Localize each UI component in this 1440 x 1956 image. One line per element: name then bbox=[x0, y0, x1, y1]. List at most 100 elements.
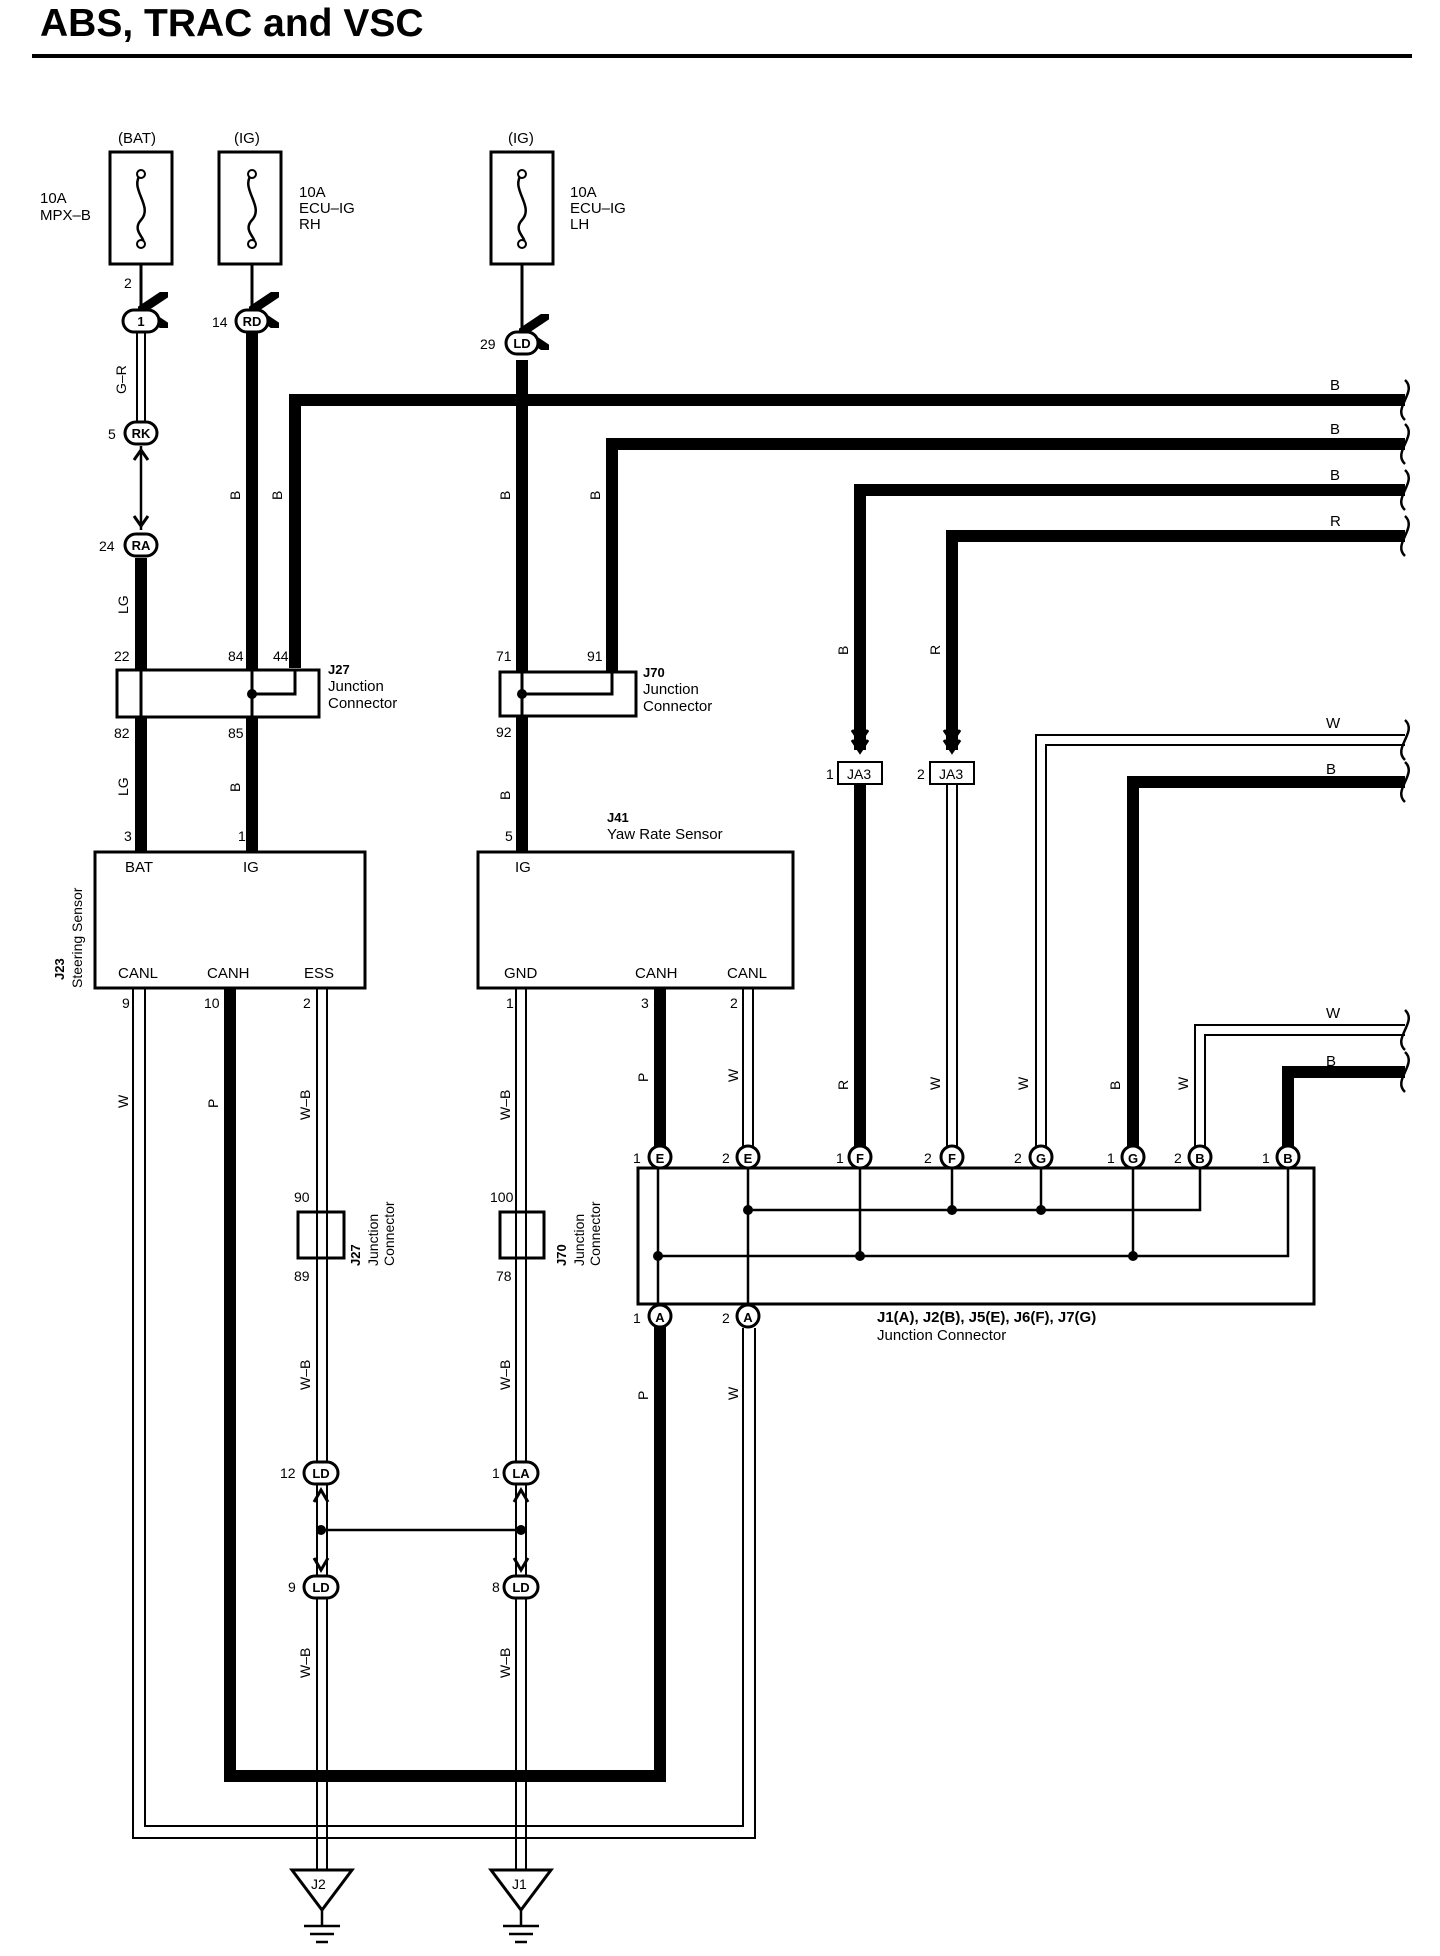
pin-number: 2 bbox=[924, 1150, 932, 1166]
svg-text:JA3: JA3 bbox=[939, 766, 963, 782]
pin-number: 92 bbox=[496, 724, 512, 740]
pin-number: 1 bbox=[492, 1465, 500, 1481]
wire-color-label: B bbox=[835, 646, 851, 655]
wire-color-label: B bbox=[1326, 761, 1336, 778]
component-name: Junction bbox=[571, 1214, 587, 1266]
wire-color-label: W bbox=[1326, 1005, 1341, 1022]
junction-pin-f2: F bbox=[939, 1144, 965, 1170]
fuse-rating: 10A bbox=[299, 184, 326, 201]
component-name: Connector bbox=[381, 1201, 397, 1266]
component-name: Junction bbox=[643, 681, 699, 698]
component-name: Connector bbox=[328, 695, 397, 712]
wire-color-label: B bbox=[227, 491, 243, 500]
pin-number: 24 bbox=[99, 538, 115, 554]
pin-number: 9 bbox=[288, 1579, 296, 1595]
j70-junction-connector-lower: J70 Junction Connector bbox=[498, 1201, 603, 1266]
terminal-label: IG bbox=[243, 859, 259, 876]
svg-text:A: A bbox=[655, 1310, 665, 1325]
connector-marker-rk: RK bbox=[123, 420, 159, 446]
svg-text:1: 1 bbox=[137, 314, 144, 329]
wire-color-label: B bbox=[1107, 1081, 1123, 1090]
component-code: J70 bbox=[643, 665, 665, 680]
wire-color-label: W–B bbox=[297, 1648, 313, 1678]
svg-text:JA3: JA3 bbox=[847, 766, 871, 782]
connector-marker-ld-top: LD bbox=[504, 330, 540, 356]
svg-text:B: B bbox=[1283, 1151, 1292, 1166]
connector-marker-la: LA bbox=[502, 1460, 540, 1486]
pin-number: 5 bbox=[505, 828, 513, 844]
page-title: ABS, TRAC and VSC bbox=[40, 2, 424, 45]
component-code: J27 bbox=[348, 1244, 363, 1266]
terminal-label: CANH bbox=[635, 965, 678, 982]
component-code: J23 bbox=[52, 958, 67, 980]
wire-color-label: P bbox=[635, 1391, 651, 1400]
component-name: Connector bbox=[587, 1201, 603, 1266]
pin-number: 100 bbox=[490, 1189, 514, 1205]
component-name: Steering Sensor bbox=[69, 887, 85, 988]
svg-text:J2: J2 bbox=[311, 1876, 326, 1892]
wire-color-label: B bbox=[1330, 467, 1340, 484]
j70-junction-connector: J70 Junction Connector bbox=[498, 665, 712, 718]
fuse-source-label: (IG) bbox=[508, 130, 534, 147]
pin-number: 29 bbox=[480, 336, 496, 352]
ground-j2: J2 bbox=[289, 1868, 355, 1944]
pin-number: 2 bbox=[1174, 1150, 1182, 1166]
pin-number: 2 bbox=[730, 995, 738, 1011]
pin-number: 12 bbox=[280, 1465, 296, 1481]
component-name: Junction bbox=[365, 1214, 381, 1266]
fuse-ecu-ig-rh: (IG) 10A ECU–IG RH bbox=[217, 130, 355, 266]
wire-color-label: B bbox=[497, 791, 513, 800]
pin-number: 1 bbox=[836, 1150, 844, 1166]
svg-text:RD: RD bbox=[243, 314, 262, 329]
svg-text:LD: LD bbox=[513, 336, 530, 351]
svg-text:LD: LD bbox=[512, 1580, 529, 1595]
svg-text:G: G bbox=[1036, 1151, 1046, 1166]
wire-color-label: W bbox=[725, 1386, 741, 1400]
svg-text:LD: LD bbox=[312, 1580, 329, 1595]
junction-pin-a1: A bbox=[647, 1303, 673, 1329]
pin-number: 84 bbox=[228, 648, 244, 664]
terminal-label: BAT bbox=[125, 859, 153, 876]
pin-number: 1 bbox=[633, 1150, 641, 1166]
wire-color-label: R bbox=[1330, 513, 1341, 530]
pin-number: 44 bbox=[273, 648, 289, 664]
wire-color-label: B bbox=[1326, 1053, 1336, 1070]
wire-color-label: R bbox=[927, 645, 943, 655]
junction-pin-g2: G bbox=[1028, 1144, 1054, 1170]
wire-color-label: W bbox=[725, 1068, 741, 1082]
fuse-source-label: (BAT) bbox=[118, 130, 156, 147]
svg-text:A: A bbox=[743, 1310, 753, 1325]
fuse-mpx-b: (BAT) 10A MPX–B bbox=[40, 130, 174, 266]
pin-number: 90 bbox=[294, 1189, 310, 1205]
wire-color-label: W–B bbox=[297, 1360, 313, 1390]
pin-number: 1 bbox=[826, 766, 834, 782]
svg-text:LA: LA bbox=[512, 1466, 530, 1481]
component-name: Yaw Rate Sensor bbox=[607, 826, 723, 843]
fuse-source-label: (IG) bbox=[234, 130, 260, 147]
wire-color-label: W–B bbox=[497, 1648, 513, 1678]
j27-junction-connector-lower: J27 Junction Connector bbox=[296, 1201, 397, 1266]
pin-number: 2 bbox=[303, 995, 311, 1011]
pin-number: 1 bbox=[1262, 1150, 1270, 1166]
terminal-label: CANH bbox=[207, 965, 250, 982]
terminal-label: ESS bbox=[304, 965, 334, 982]
svg-text:F: F bbox=[856, 1151, 864, 1166]
pin-number: 85 bbox=[228, 725, 244, 741]
ja3-connector-1: JA3 bbox=[837, 761, 883, 785]
component-name: Junction Connector bbox=[877, 1327, 1006, 1344]
main-junction-connector bbox=[636, 1166, 1316, 1306]
ground-j1: J1 bbox=[488, 1868, 554, 1944]
pin-number: 2 bbox=[722, 1150, 730, 1166]
svg-text:B: B bbox=[1195, 1151, 1204, 1166]
connector-marker-ra: RA bbox=[123, 532, 159, 558]
fuse-ecu-ig-lh: (IG) 10A ECU–IG LH bbox=[489, 130, 626, 266]
pin-number: 1 bbox=[633, 1310, 641, 1326]
pin-number: 2 bbox=[124, 275, 132, 291]
pin-number: 78 bbox=[496, 1268, 512, 1284]
wire-color-label: R bbox=[835, 1080, 851, 1090]
pin-number: 1 bbox=[238, 828, 246, 844]
fuse-rating: 10A bbox=[570, 184, 597, 201]
pin-number: 2 bbox=[722, 1310, 730, 1326]
pin-number: 82 bbox=[114, 725, 130, 741]
fuse-name: ECU–IG bbox=[299, 200, 355, 217]
